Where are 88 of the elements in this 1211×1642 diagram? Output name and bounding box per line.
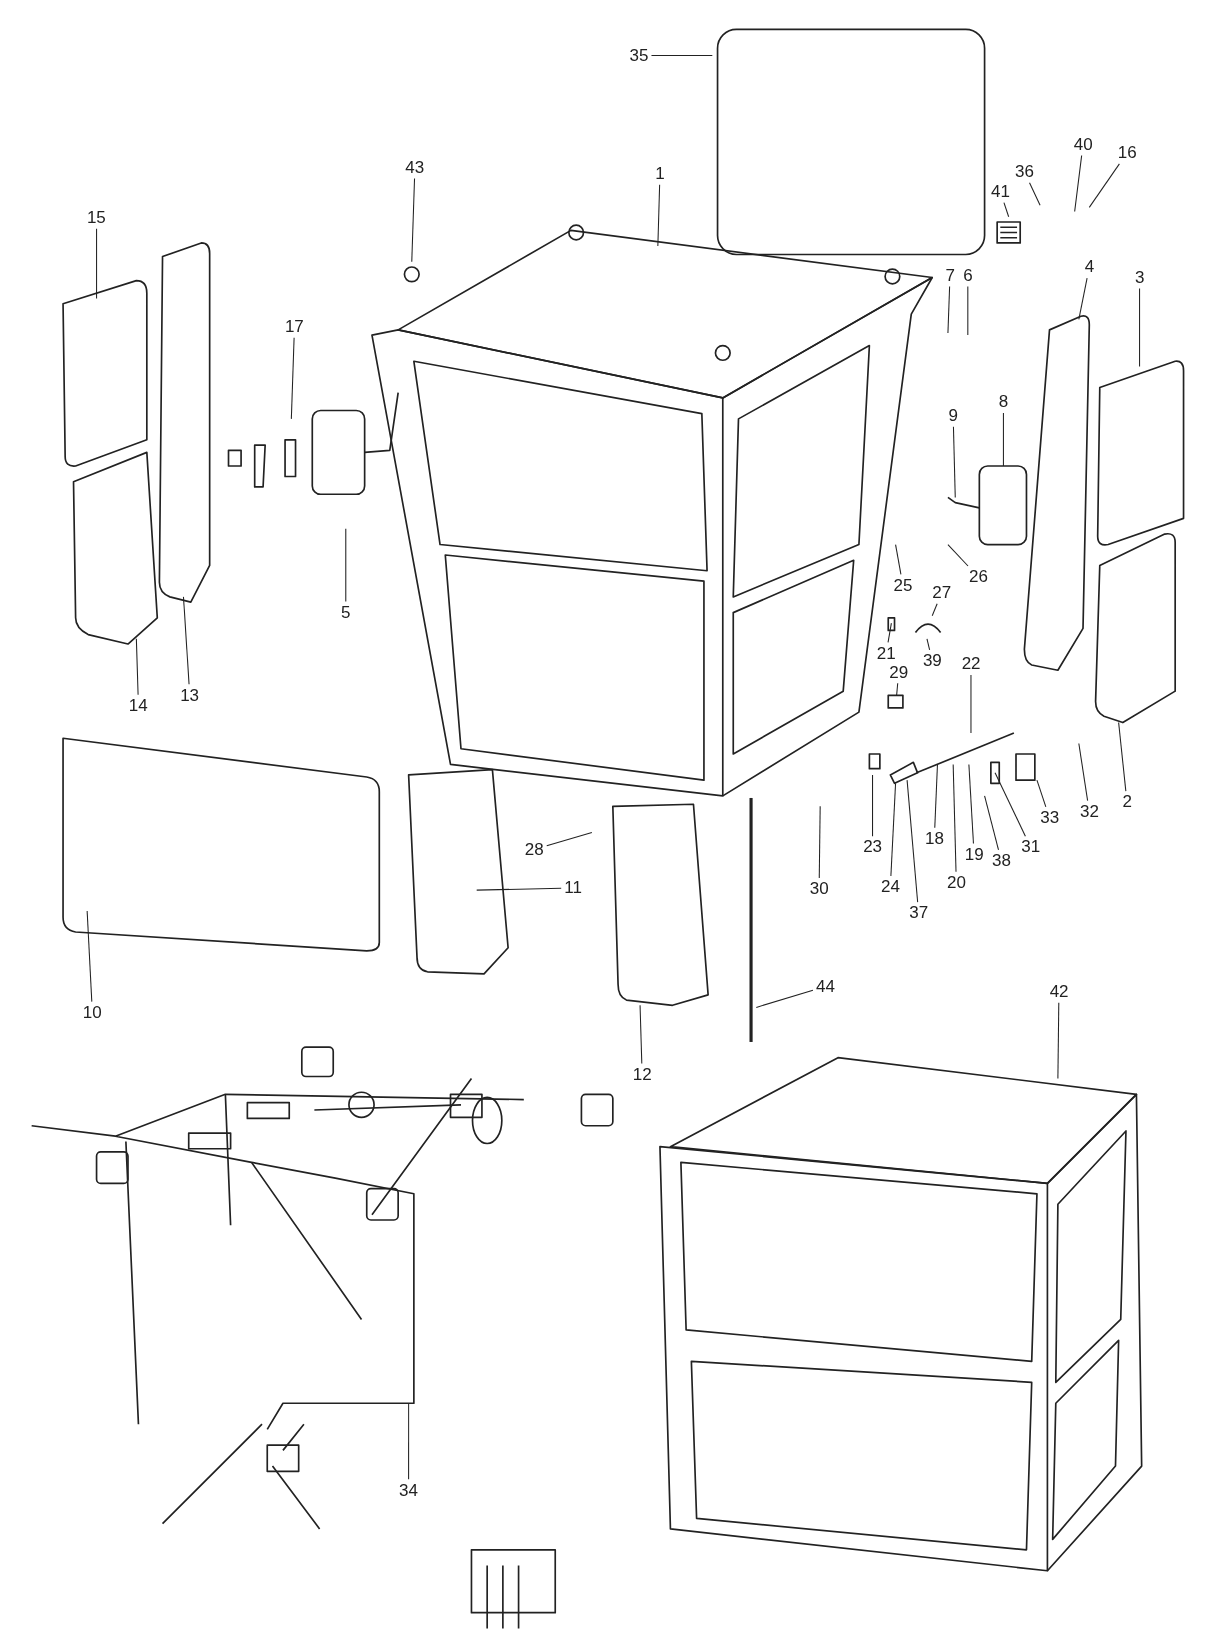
leader-line	[1078, 277, 1088, 320]
leader-line	[947, 285, 951, 334]
callout-number: 20	[945, 873, 968, 894]
callout-number: 15	[84, 207, 108, 228]
callout-number: 24	[879, 877, 902, 898]
leader-line	[926, 638, 931, 651]
callout-number: 1	[653, 163, 667, 184]
callout-number: 17	[282, 316, 306, 337]
leader-line	[967, 285, 969, 336]
leader-line	[1029, 182, 1041, 206]
callout-number: 7	[943, 265, 957, 286]
leader-line	[895, 544, 902, 575]
leader-line	[872, 774, 874, 837]
leader-line	[1118, 722, 1127, 792]
callout-number: 28	[522, 839, 546, 860]
callout-number: 36	[1013, 161, 1036, 182]
callout-number: 19	[962, 844, 986, 865]
callout-number: 8	[996, 392, 1011, 413]
leader-line	[411, 178, 416, 263]
callout-number: 10	[80, 1003, 104, 1023]
callout-number: 43	[403, 157, 427, 178]
leader-line	[890, 782, 897, 877]
leader-line	[408, 1402, 410, 1480]
leader-line	[994, 772, 1026, 837]
leader-line	[970, 674, 972, 734]
callout-number: 18	[923, 829, 946, 850]
leader-line	[182, 596, 190, 685]
leader-line	[650, 54, 713, 57]
leader-line	[1078, 743, 1089, 802]
callout-number: 12	[630, 1064, 654, 1085]
leader-line	[546, 832, 593, 847]
callout-number: 33	[1038, 808, 1062, 829]
callout-number: 41	[988, 181, 1012, 202]
leader-line	[896, 682, 899, 696]
callout-number: 5	[338, 602, 353, 623]
callout-number: 23	[861, 837, 885, 858]
leader-line	[968, 763, 974, 845]
leader-line	[755, 989, 814, 1008]
leader-line	[1139, 287, 1141, 368]
callout-number: 38	[990, 851, 1013, 872]
callout-number: 27	[930, 582, 954, 603]
leader-line	[931, 603, 938, 617]
callout-number: 42	[1047, 982, 1071, 1003]
leader-line	[947, 544, 969, 567]
callout-number: 9	[946, 405, 960, 426]
leader-line	[952, 426, 956, 498]
leader-line	[887, 622, 892, 643]
leader-line	[906, 779, 919, 903]
leader-line	[290, 337, 295, 420]
callout-number: 39	[920, 651, 944, 671]
leader-line	[1088, 163, 1120, 208]
callout-number: 22	[959, 654, 983, 675]
callout-number: 14	[126, 696, 150, 717]
callout-number: 32	[1078, 801, 1101, 822]
callout-number: 16	[1115, 142, 1139, 163]
callout-number: 3	[1133, 267, 1147, 288]
callout-number: 2	[1120, 792, 1134, 813]
callout-number: 29	[887, 662, 911, 683]
leader-line	[135, 638, 139, 696]
callout-number: 4	[1082, 257, 1097, 278]
callout-number: 44	[814, 976, 837, 997]
leader-line	[96, 228, 98, 299]
leader-line	[1057, 1002, 1060, 1080]
callout-number: 25	[891, 575, 915, 596]
callout-number: 21	[874, 643, 898, 664]
leader-line	[657, 184, 661, 247]
leader-line	[345, 528, 347, 603]
leader-line	[984, 795, 1000, 851]
leader-line	[1003, 202, 1010, 218]
callout-number: 31	[1019, 837, 1043, 858]
leader-line	[1002, 412, 1004, 467]
callout-number: 34	[397, 1480, 420, 1501]
leader-line	[86, 910, 93, 1003]
callout-number: 26	[967, 567, 990, 588]
callout-number: 6	[961, 265, 975, 286]
leader-line	[1036, 779, 1047, 808]
leader-line	[952, 763, 957, 873]
callout-number: 13	[178, 685, 202, 706]
callout-number: 30	[807, 879, 831, 900]
leader-line	[1074, 155, 1083, 213]
callout-number: 11	[562, 878, 584, 899]
leader-line	[934, 763, 938, 829]
leader-line	[639, 1004, 643, 1064]
callout-number: 37	[907, 903, 931, 924]
leader-line	[476, 887, 562, 891]
leader-line	[818, 805, 821, 879]
callout-number: 35	[627, 45, 651, 66]
callout-number: 40	[1071, 134, 1095, 155]
